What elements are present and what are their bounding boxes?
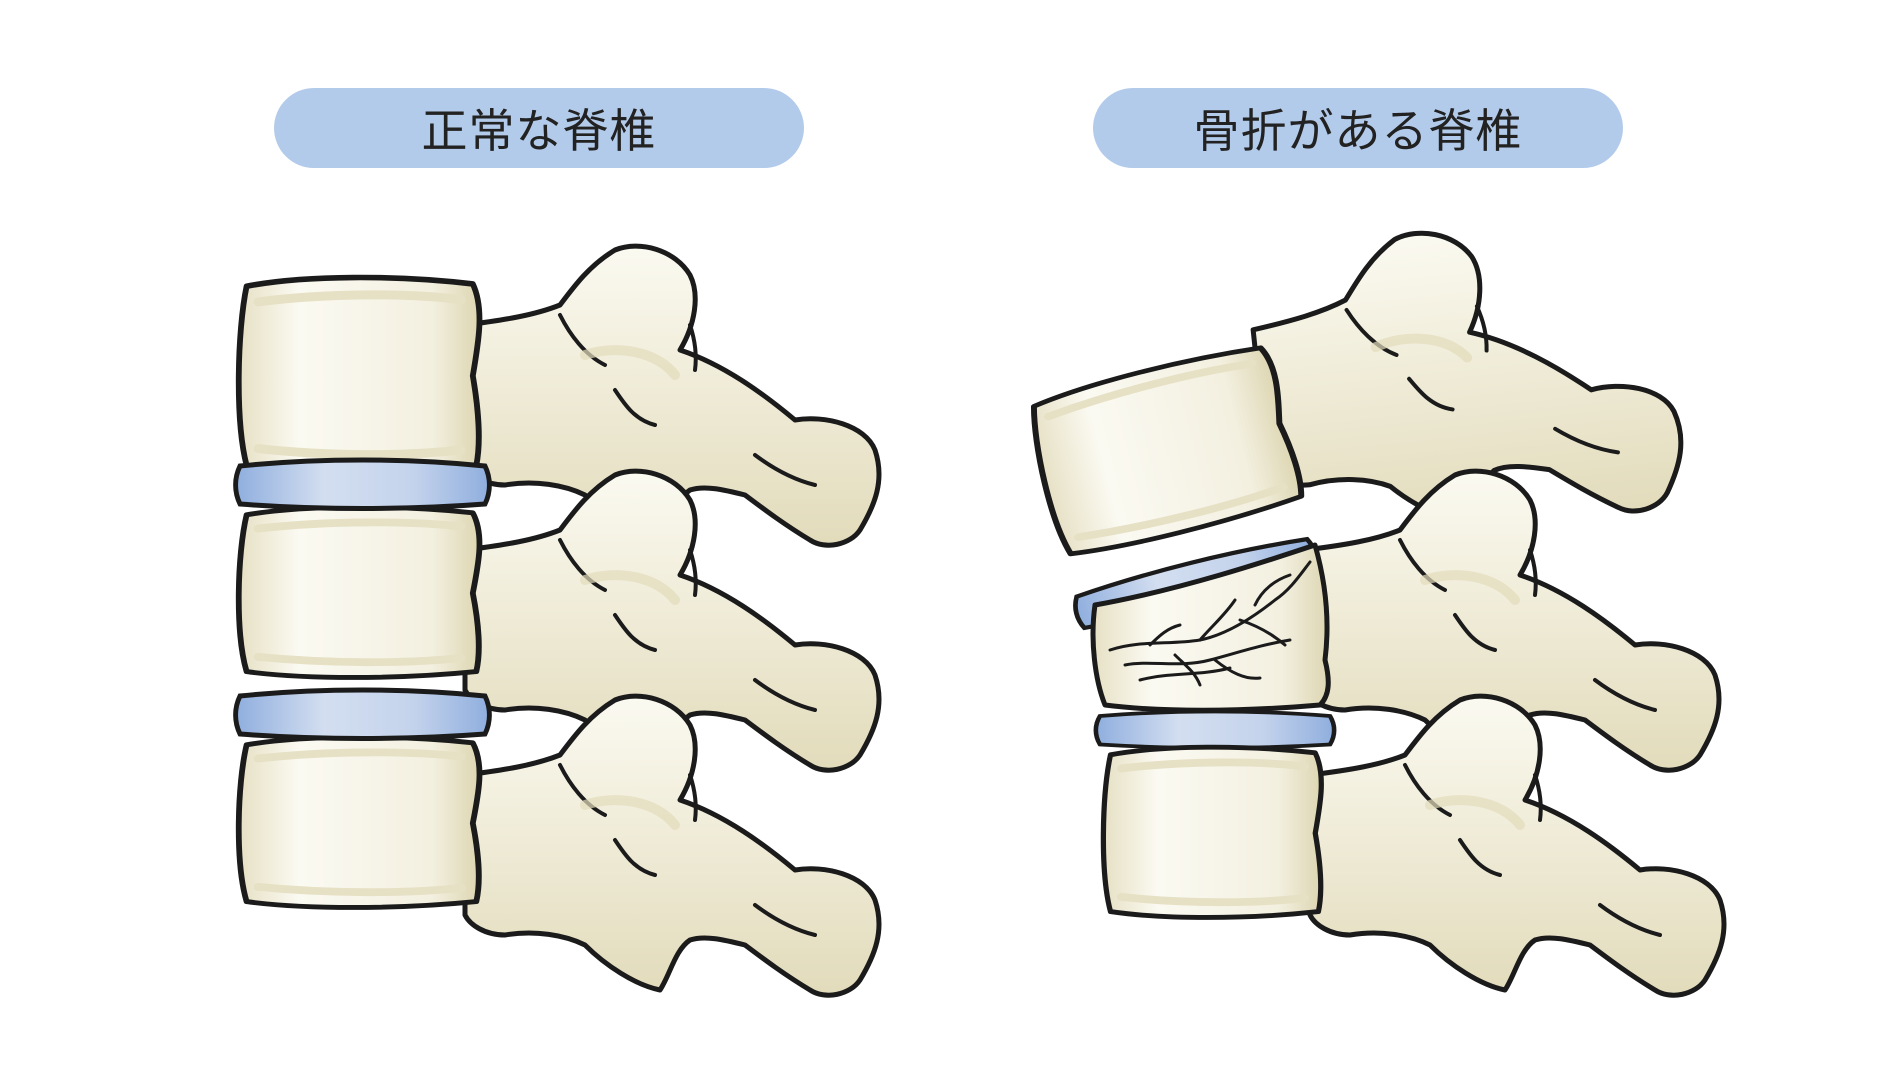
fractured-spine-label: 骨折がある脊椎: [1093, 88, 1623, 168]
fractured-spine-illustration: [1024, 208, 1724, 995]
normal-spine-label: 正常な脊椎: [274, 88, 804, 168]
fractured-spine-label-text: 骨折がある脊椎: [1193, 104, 1523, 158]
fracture-crack-lines: [1108, 560, 1312, 687]
normal-spine-illustration: [236, 246, 879, 995]
normal-spine-label-text: 正常な脊椎: [421, 104, 657, 158]
